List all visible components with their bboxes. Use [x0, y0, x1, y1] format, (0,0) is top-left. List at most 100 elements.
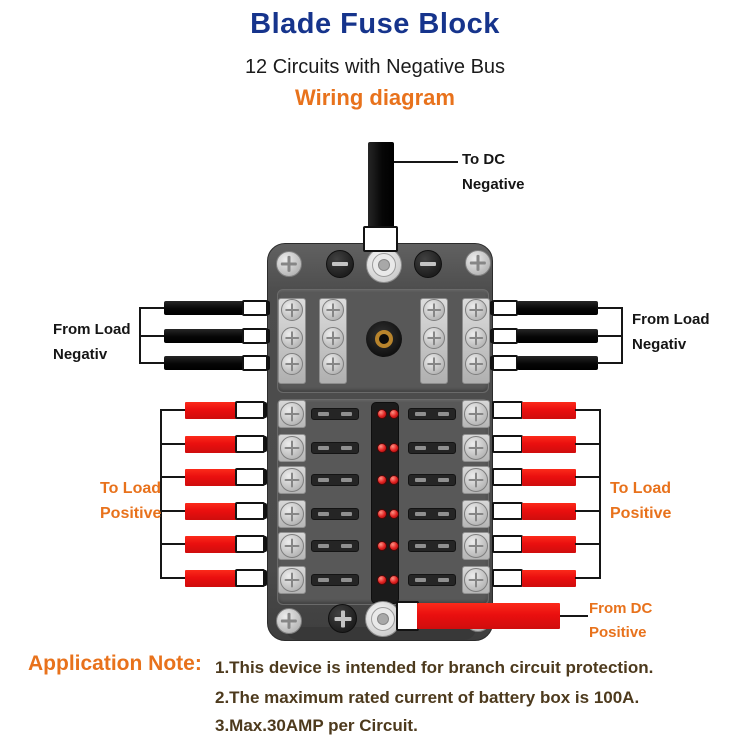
diagram-heading: Wiring diagram	[295, 85, 455, 110]
fuse-block	[267, 243, 493, 641]
indicator-led	[389, 475, 399, 485]
bracket-line	[160, 577, 186, 579]
negative-load-wire	[164, 356, 244, 370]
dc-negative-wire	[368, 142, 394, 230]
blade-fuse	[311, 442, 359, 454]
wire-terminal-sleeve	[492, 328, 518, 344]
page-subtitle: 12 Circuits with Negative Bus	[244, 56, 506, 78]
negative-input-stud	[372, 253, 396, 277]
fuse-screw-icon	[280, 468, 304, 492]
page-title: Blade Fuse Block	[250, 8, 500, 40]
application-note-item: 2.The maximum rated current of battery b…	[215, 688, 640, 707]
dc-positive-wire	[417, 603, 560, 629]
wire-terminal-sleeve	[492, 355, 518, 371]
blade-fuse	[311, 574, 359, 586]
blade-fuse	[408, 508, 456, 520]
to-dc-negative-label: To DC Negative	[462, 151, 525, 193]
blade-fuse	[311, 408, 359, 420]
indicator-led	[377, 509, 387, 519]
bracket-line	[597, 335, 623, 337]
indicator-led	[377, 409, 387, 419]
bracket-line	[621, 307, 623, 364]
application-note-item: 1.This device is intended for branch cir…	[215, 658, 654, 677]
fuse-screw-icon	[464, 468, 488, 492]
negative-input-stud	[378, 259, 390, 271]
corner-screw-icon	[276, 608, 302, 634]
fuse-screw-icon	[280, 436, 304, 460]
wire-terminal-sleeve	[235, 502, 265, 520]
bracket-line	[139, 307, 165, 309]
fuse-screw-icon	[464, 534, 488, 558]
wire-terminal-sleeve	[492, 401, 523, 419]
wire-terminal-sleeve	[235, 535, 265, 553]
bracket-line	[599, 409, 601, 579]
wire-terminal-sleeve	[235, 435, 265, 453]
bus-screw-icon	[281, 327, 303, 349]
negative-load-wire	[517, 329, 598, 343]
indicator-led	[389, 443, 399, 453]
positive-load-wire	[522, 570, 576, 587]
blade-fuse	[408, 540, 456, 552]
from-dc-positive-label: From DC Positive	[589, 600, 653, 641]
mounting-hole-ring	[375, 330, 393, 348]
positive-load-wire	[522, 503, 576, 520]
positive-load-wire	[185, 503, 237, 520]
wire-terminal-sleeve	[492, 468, 523, 486]
positive-input-stud	[377, 613, 389, 625]
bracket-line	[160, 510, 186, 512]
wire-terminal-sleeve	[242, 355, 268, 371]
bracket-line	[160, 409, 186, 411]
wire-terminal-sleeve	[235, 468, 265, 486]
bracket-line	[575, 443, 601, 445]
negative-load-wire	[164, 329, 244, 343]
bus-screw-icon	[322, 327, 344, 349]
bracket-line	[160, 476, 186, 478]
fuse-screw-icon	[280, 568, 304, 592]
indicator-led	[377, 475, 387, 485]
wire-terminal-sleeve	[492, 435, 523, 453]
negative-bus-terminal-icon	[326, 250, 354, 278]
blade-fuse	[408, 408, 456, 420]
to-load-positive-left-label: To Load Positive	[100, 480, 162, 522]
bus-screw-icon	[465, 299, 487, 321]
indicator-led	[389, 575, 399, 585]
led-indicator-strip	[371, 402, 399, 604]
corner-screw-icon	[276, 251, 302, 277]
bus-screw-icon	[322, 299, 344, 321]
positive-load-wire	[522, 536, 576, 553]
positive-load-wire	[185, 536, 237, 553]
indicator-led	[377, 541, 387, 551]
bracket-line	[139, 362, 165, 364]
positive-bus-terminal-icon	[328, 604, 357, 633]
bracket-line	[139, 335, 165, 337]
wire-terminal-sleeve	[235, 569, 265, 587]
wire-terminal-sleeve	[363, 226, 398, 252]
positive-load-wire	[185, 436, 237, 453]
negative-bus-panel	[277, 289, 490, 393]
positive-load-wire	[522, 436, 576, 453]
blade-fuse	[408, 474, 456, 486]
positive-load-wire	[185, 469, 237, 486]
bracket-line	[575, 577, 601, 579]
positive-load-wire	[522, 402, 576, 419]
wire-terminal-sleeve	[492, 535, 523, 553]
blade-fuse	[311, 474, 359, 486]
indicator-led	[389, 409, 399, 419]
bus-screw-icon	[423, 353, 445, 375]
fuse-panel	[277, 399, 490, 605]
fuse-screw-icon	[464, 502, 488, 526]
indicator-led	[389, 509, 399, 519]
bus-screw-icon	[465, 327, 487, 349]
corner-screw-icon	[465, 250, 491, 276]
positive-load-wire	[522, 469, 576, 486]
bus-screw-icon	[281, 353, 303, 375]
fuse-screw-icon	[464, 568, 488, 592]
from-load-negative-left-label: From Load Negativ	[53, 321, 131, 363]
negative-load-wire	[164, 301, 244, 315]
negative-bus-terminal-icon	[414, 250, 442, 278]
blade-fuse	[311, 508, 359, 520]
wire-terminal-sleeve	[396, 601, 419, 631]
bus-screw-icon	[423, 299, 445, 321]
application-note-item: 3.Max.30AMP per Circuit.	[215, 716, 418, 735]
